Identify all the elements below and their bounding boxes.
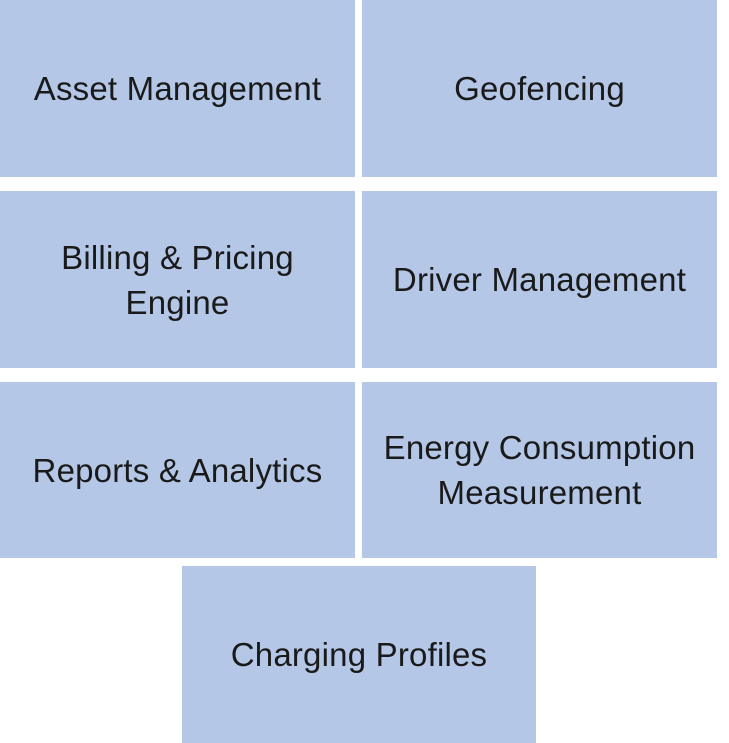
tile-reports-analytics: Reports & Analytics	[0, 382, 355, 558]
tile-label: Billing & Pricing Engine	[61, 238, 294, 321]
tile-label: Charging Profiles	[230, 636, 488, 673]
tile-energy-consumption-measurement: Energy Consumption Measurement	[362, 382, 717, 558]
tile-charging-profiles: Charging Profiles	[182, 566, 536, 743]
tile-label: Geofencing	[454, 70, 625, 107]
tile-label: Asset Management	[33, 70, 322, 107]
tile-label: Reports & Analytics	[32, 451, 323, 489]
tile-driver-management: Driver Management	[362, 191, 717, 368]
tile-asset-management: Asset Management	[0, 0, 355, 177]
tile-label: Driver Management	[392, 261, 687, 298]
tile-geofencing: Geofencing	[362, 0, 717, 177]
tile-label: Energy Consumption Measurement	[383, 429, 696, 511]
tile-billing-pricing-engine: Billing & Pricing Engine	[0, 191, 355, 368]
